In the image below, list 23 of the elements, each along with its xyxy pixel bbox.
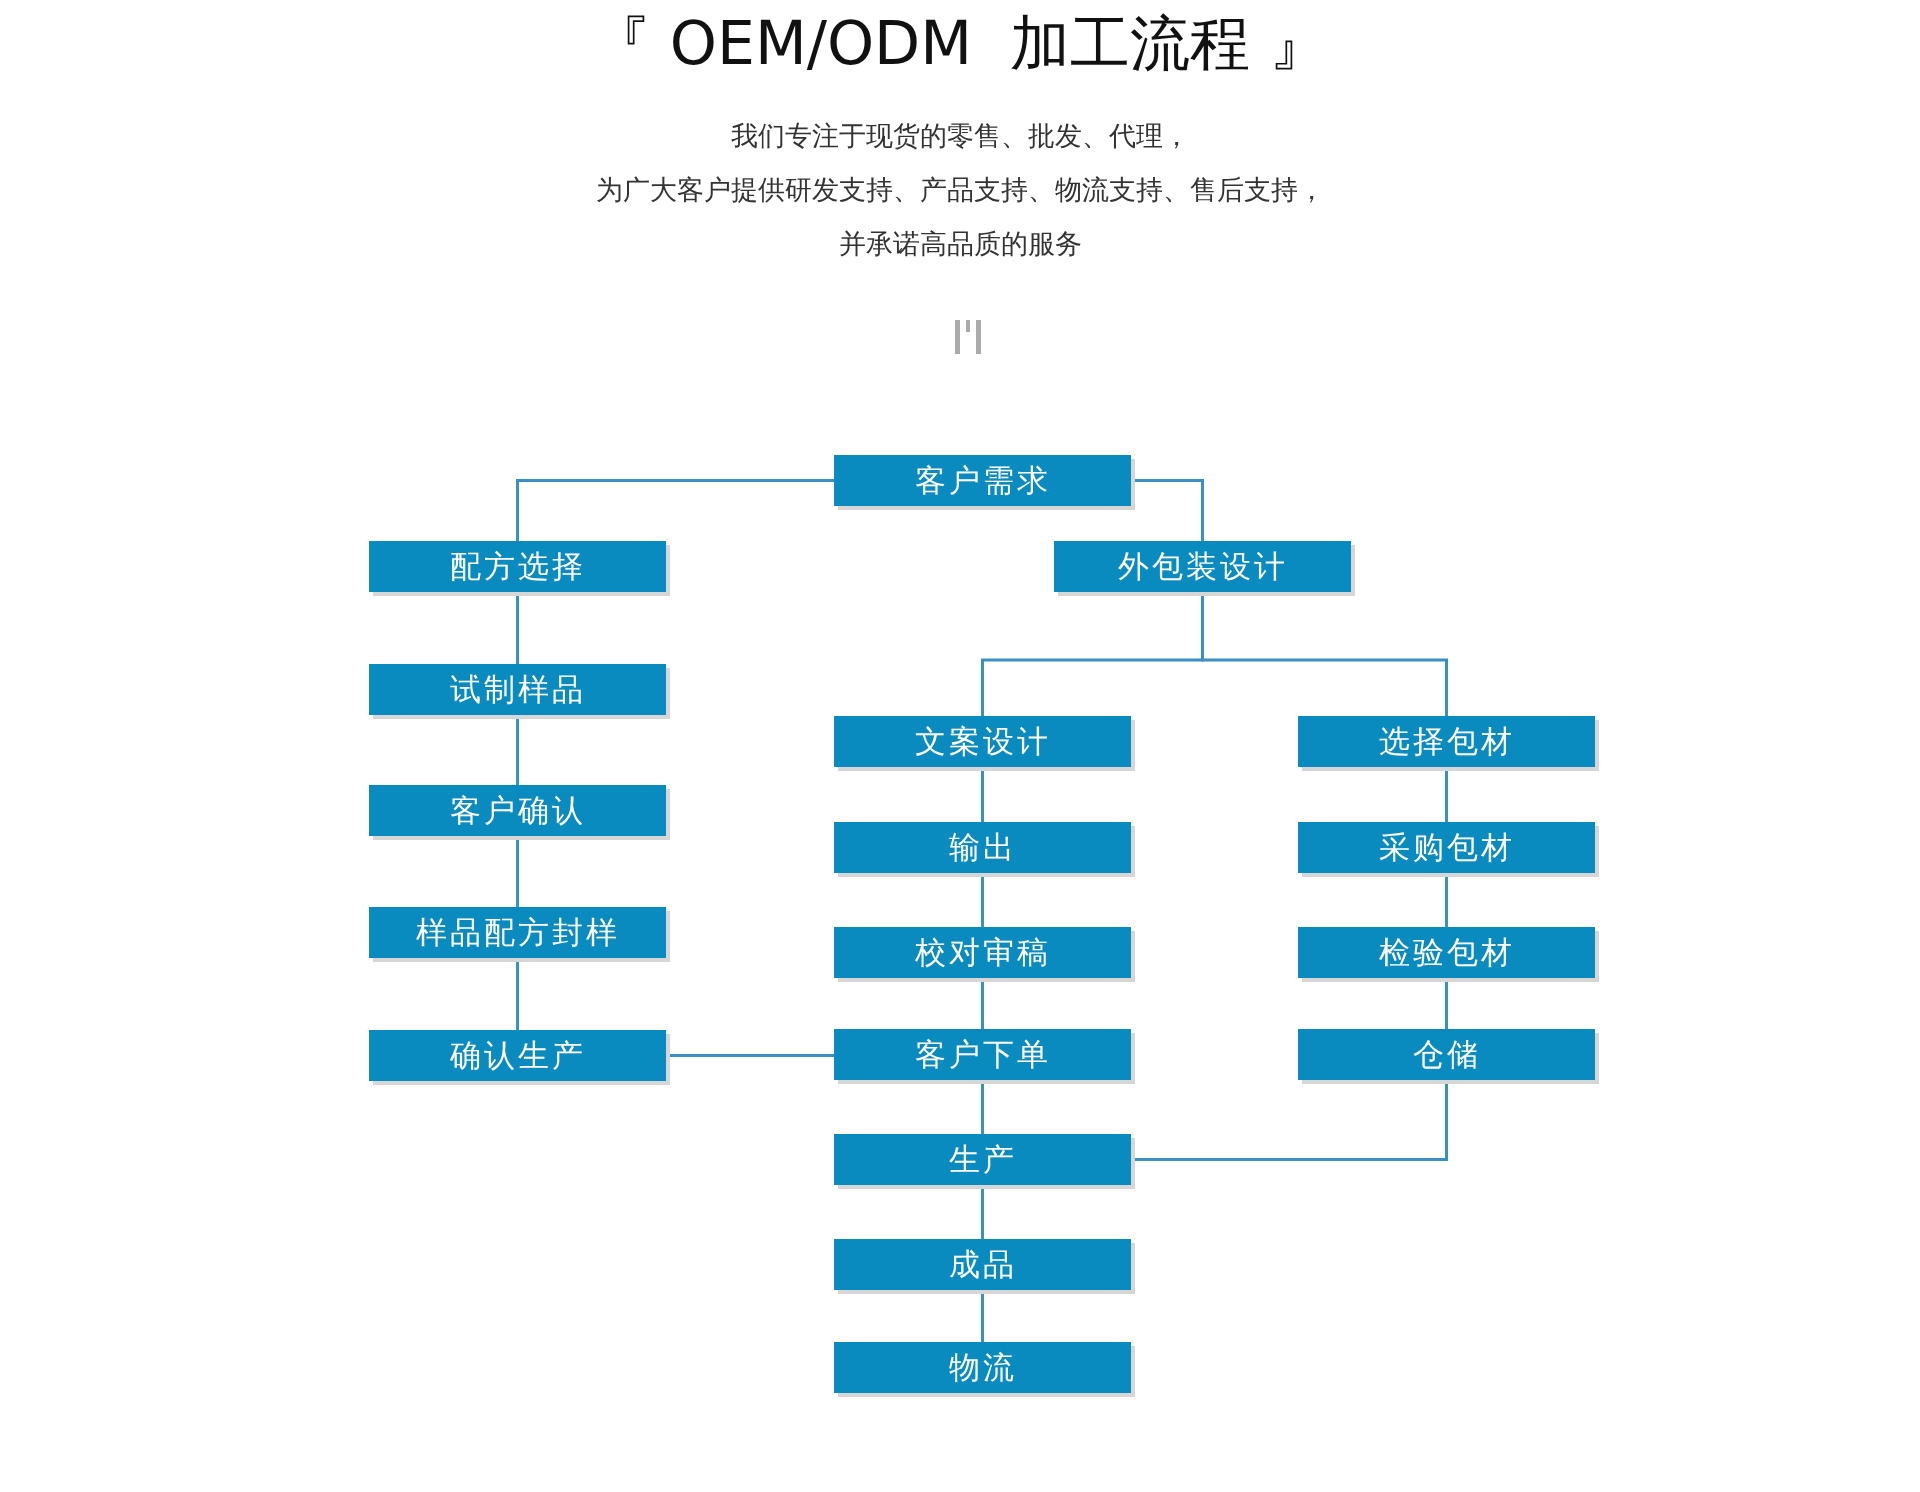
subtitle-text: 并承诺高品质的服务 bbox=[838, 227, 1082, 261]
step-label: 成品 bbox=[948, 1244, 1017, 1284]
subtitle-text: 为广大客户提供研发支持、产品支持、物流支持、售后支持， bbox=[595, 173, 1325, 207]
step-label: 试制样品 bbox=[449, 669, 586, 709]
connector-line bbox=[516, 479, 834, 541]
step-label: 确认生产 bbox=[449, 1035, 586, 1075]
step-label: 客户下单 bbox=[914, 1034, 1051, 1074]
step-label: 采购包材 bbox=[1378, 827, 1515, 867]
step-label: 选择包材 bbox=[1378, 721, 1515, 761]
title: 『 OEM/ODM 加工流程 』 bbox=[590, 7, 1330, 80]
step-label: 文案设计 bbox=[914, 721, 1051, 761]
step-label: 客户需求 bbox=[914, 460, 1051, 500]
subtitle-text: 我们专注于现货的零售、批发、代理， bbox=[730, 119, 1190, 153]
step-label: 校对审稿 bbox=[914, 932, 1051, 972]
step-label: 输出 bbox=[948, 827, 1017, 867]
step-label: 配方选择 bbox=[449, 546, 586, 586]
step-label: 样品配方封样 bbox=[415, 912, 620, 952]
step-label: 客户确认 bbox=[449, 790, 586, 830]
step-label: 检验包材 bbox=[1378, 932, 1515, 972]
step-label: 仓储 bbox=[1412, 1034, 1481, 1074]
step-label: 外包装设计 bbox=[1117, 546, 1288, 586]
step-label: 物流 bbox=[948, 1347, 1017, 1387]
step-label: 生产 bbox=[948, 1139, 1017, 1179]
